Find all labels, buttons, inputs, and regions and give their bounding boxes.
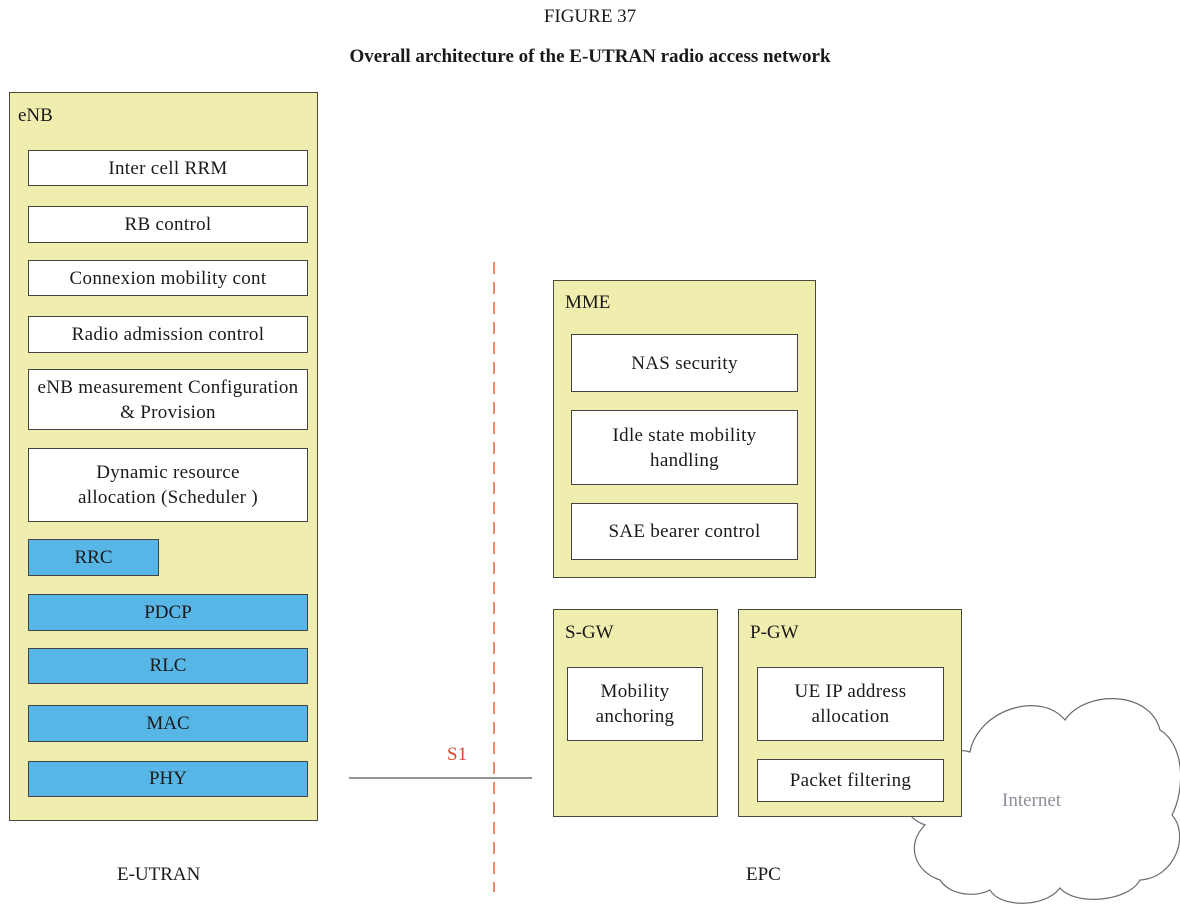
enb-function-radio-admission: Radio admission control [28,316,308,353]
enb-function-rb-control: RB control [28,206,308,243]
pgw-function-packet-filtering: Packet filtering [757,759,944,802]
enb-function-measurement: eNB measurement Configuration & Provisio… [28,369,308,430]
mme-function-sae-bearer: SAE bearer control [571,503,798,560]
layer-pdcp: PDCP [28,594,308,631]
enb-function-connexion-mobility: Connexion mobility cont [28,260,308,296]
enb-label: eNB [18,105,53,126]
sgw-function-mobility-anchoring: Mobility anchoring [567,667,703,741]
mme-function-idle-mobility: Idle state mobility handling [571,410,798,485]
figure-title: Overall architecture of the E-UTRAN radi… [349,46,831,67]
sgw-label: S-GW [565,622,614,643]
enb-function-inter-cell-rrm: Inter cell RRM [28,150,308,186]
pgw-function-ue-ip-allocation: UE IP address allocation [757,667,944,741]
layer-phy: PHY [28,761,308,797]
enb-function-scheduler: Dynamic resource allocation (Scheduler ) [28,448,308,522]
s1-interface-label: S1 [447,744,468,765]
pgw-label: P-GW [750,622,799,643]
mme-function-nas-security: NAS security [571,334,798,392]
layer-mac: MAC [28,705,308,742]
layer-rrc: RRC [28,539,159,576]
mme-label: MME [565,292,611,313]
figure-number: FIGURE 37 [543,6,637,27]
layer-rlc: RLC [28,648,308,684]
internet-label: Internet [1002,790,1062,811]
e-utran-label: E-UTRAN [117,864,201,885]
epc-label: EPC [746,864,781,885]
